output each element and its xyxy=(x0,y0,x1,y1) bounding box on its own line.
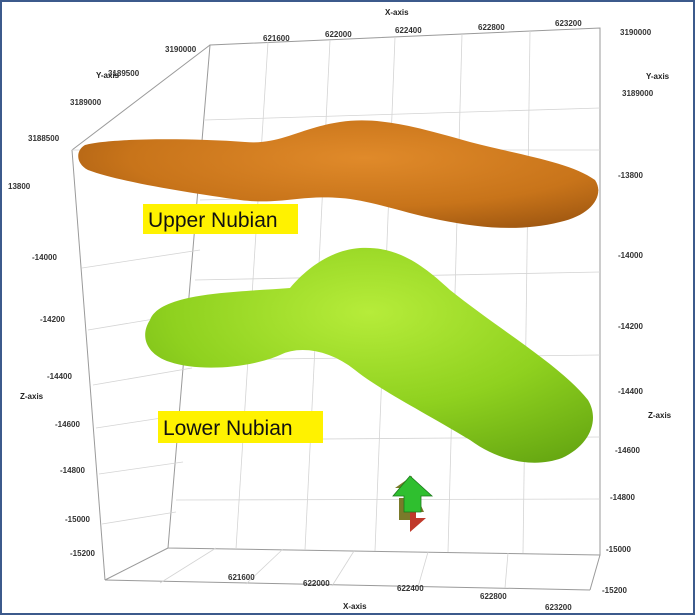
y-axis-right: 3190000 Y-axis 3189000 xyxy=(620,28,670,98)
x-tick-top: 621600 xyxy=(263,34,290,43)
x-tick-bottom: 622000 xyxy=(303,579,330,588)
z-tick-left: -14400 xyxy=(47,372,72,381)
z-tick-right: -13800 xyxy=(618,171,643,180)
y-axis-title-left: Y-axis xyxy=(96,71,120,80)
z-tick-right: -14600 xyxy=(615,446,640,455)
y-tick-right: 3189000 xyxy=(622,89,654,98)
z-axis-right: -13800 -14000 -14200 -14400 Z-axis -1460… xyxy=(602,171,672,595)
z-tick-left: -14600 xyxy=(55,420,80,429)
x-tick-bottom: 623200 xyxy=(545,603,572,612)
z-tick-right: -14400 xyxy=(618,387,643,396)
x-axis-title-top: X-axis xyxy=(385,8,409,17)
z-tick-right: -14800 xyxy=(610,493,635,502)
z-tick-right: -15000 xyxy=(606,545,631,554)
z-tick-left: -15000 xyxy=(65,515,90,524)
z-tick-left: -14200 xyxy=(40,315,65,324)
x-tick-top: 623200 xyxy=(555,19,582,28)
x-axis-bottom: 621600 622000 622400 622800 623200 X-axi… xyxy=(228,573,572,612)
z-axis-title-left: Z-axis xyxy=(20,392,44,401)
z-tick-left: -15200 xyxy=(70,549,95,558)
x-tick-top: 622000 xyxy=(325,30,352,39)
y-tick-right: 3190000 xyxy=(620,28,652,37)
z-axis-left: 13800 -14000 -14200 -14400 Z-axis -14600… xyxy=(8,182,95,558)
z-tick-left: -14800 xyxy=(60,466,85,475)
y-tick-left: 3188500 xyxy=(28,134,60,143)
z-tick-right: -14000 xyxy=(618,251,643,260)
z-axis-title-right: Z-axis xyxy=(648,411,672,420)
x-tick-bottom: 622800 xyxy=(480,592,507,601)
x-tick-bottom: 622400 xyxy=(397,584,424,593)
z-tick-left: -14000 xyxy=(32,253,57,262)
y-tick-left: 3189000 xyxy=(70,98,102,107)
x-tick-top: 622800 xyxy=(478,23,505,32)
upper-nubian-label-text: Upper Nubian xyxy=(148,209,278,232)
y-axis-title-right: Y-axis xyxy=(646,72,670,81)
y-tick-left: 3189500 xyxy=(108,69,140,78)
z-tick-left: 13800 xyxy=(8,182,31,191)
x-axis-top: X-axis 621600 622000 622400 622800 62320… xyxy=(263,8,582,43)
x-tick-top: 622400 xyxy=(395,26,422,35)
z-tick-right: -15200 xyxy=(602,586,627,595)
x-tick-bottom: 621600 xyxy=(228,573,255,582)
y-tick-left: 3190000 xyxy=(165,45,197,54)
z-tick-right: -14200 xyxy=(618,322,643,331)
x-axis-title-bottom: X-axis xyxy=(343,602,367,611)
upper-nubian-surface xyxy=(78,120,599,228)
lower-nubian-label: Lower Nubian xyxy=(158,411,323,443)
lower-nubian-label-text: Lower Nubian xyxy=(163,417,293,440)
lower-nubian-surface xyxy=(145,247,593,463)
upper-nubian-label: Upper Nubian xyxy=(143,204,298,234)
north-arrow-icon[interactable] xyxy=(392,475,434,532)
y-axis-left: Y-axis 3190000 3189500 3189000 3188500 xyxy=(28,45,197,143)
